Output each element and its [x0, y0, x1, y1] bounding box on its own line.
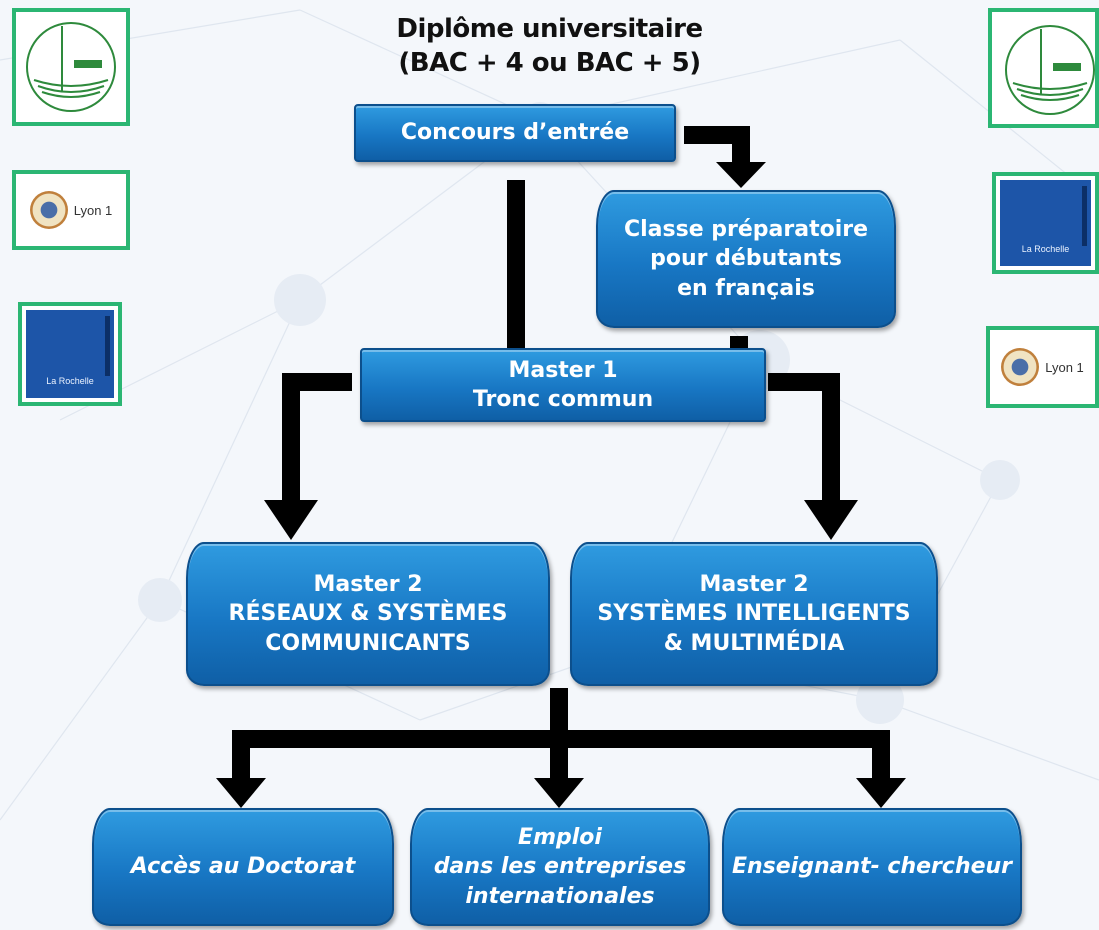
- box-concours-entree: Concours d’entrée: [354, 104, 676, 162]
- logo-la-rochelle-left: La Rochelle: [18, 302, 122, 406]
- lyon-seal-icon: [29, 191, 68, 229]
- box-line: Master 1: [508, 357, 618, 383]
- box-line: Master 2: [699, 572, 809, 598]
- lyon-seal-icon: [1001, 348, 1040, 386]
- institution-emblem-icon: [1005, 25, 1095, 115]
- arrow-outcome-enseignant-v: [872, 730, 890, 780]
- box-line: internationales: [465, 883, 655, 909]
- arrowhead-emploi: [534, 778, 584, 808]
- arrow-m1-m2right-v: [822, 373, 840, 503]
- arrow-outcome-doctorat-v: [232, 730, 250, 780]
- box-enseignant-chercheur: Enseignant- chercheur: [722, 808, 1022, 926]
- logo-institution-left: [12, 8, 130, 126]
- box-classe-preparatoire: Classe préparatoire pour débutants en fr…: [596, 190, 896, 328]
- box-line: Concours d’entrée: [400, 120, 630, 146]
- logo-lyon1-right: Lyon 1: [986, 326, 1099, 408]
- box-line: Tronc commun: [472, 387, 654, 412]
- box-line: & MULTIMÉDIA: [663, 630, 845, 656]
- box-line: COMMUNICANTS: [265, 630, 471, 656]
- arrow-concours-master1: [507, 180, 525, 350]
- arrowhead-doctorat: [216, 778, 266, 808]
- box-line: pour débutants: [650, 246, 842, 272]
- box-line: Master 2: [313, 572, 423, 598]
- arrow-concours-prep-v: [732, 126, 750, 166]
- la-rochelle-label: La Rochelle: [46, 376, 94, 386]
- lyon-label: Lyon 1: [73, 202, 113, 218]
- box-line: Enseignant- chercheur: [731, 854, 1013, 880]
- box-master1: Master 1 Tronc commun: [360, 348, 766, 422]
- lyon-label: Lyon 1: [1045, 359, 1084, 375]
- arrow-outcome-emploi-v: [550, 730, 568, 780]
- box-master2-reseaux: Master 2 RÉSEAUX & SYSTÈMES COMMUNICANTS: [186, 542, 550, 686]
- box-line: Classe préparatoire: [623, 217, 869, 243]
- arrow-m2-trunk: [550, 688, 568, 738]
- box-emploi: Emploi dans les entreprises internationa…: [410, 808, 710, 926]
- institution-emblem-icon: [26, 22, 116, 112]
- logo-institution-right: [988, 8, 1099, 128]
- arrowhead-concours-prep: [716, 162, 766, 188]
- box-line: en français: [677, 275, 815, 301]
- logo-lyon1-left: Lyon 1: [12, 170, 130, 250]
- box-line: SYSTÈMES INTELLIGENTS: [597, 601, 911, 627]
- arrowhead-enseignant: [856, 778, 906, 808]
- arrowhead-m1-m2right: [804, 500, 858, 540]
- box-acces-doctorat: Accès au Doctorat: [92, 808, 394, 926]
- la-rochelle-label: La Rochelle: [1021, 244, 1070, 254]
- arrow-m1-m2left-v: [282, 373, 300, 503]
- diagram-title-line-1: Diplôme universitaire: [396, 14, 703, 44]
- box-line: dans les entreprises: [433, 854, 687, 880]
- box-master2-systemes: Master 2 SYSTÈMES INTELLIGENTS & MULTIMÉ…: [570, 542, 938, 686]
- logo-la-rochelle-right: La Rochelle: [992, 172, 1099, 274]
- arrowhead-m1-m2left: [264, 500, 318, 540]
- box-line: RÉSEAUX & SYSTÈMES: [228, 601, 508, 627]
- box-line: Accès au Doctorat: [130, 854, 356, 880]
- diagram-title-line-2: (BAC + 4 ou BAC + 5): [398, 48, 701, 78]
- box-line: Emploi: [518, 825, 602, 851]
